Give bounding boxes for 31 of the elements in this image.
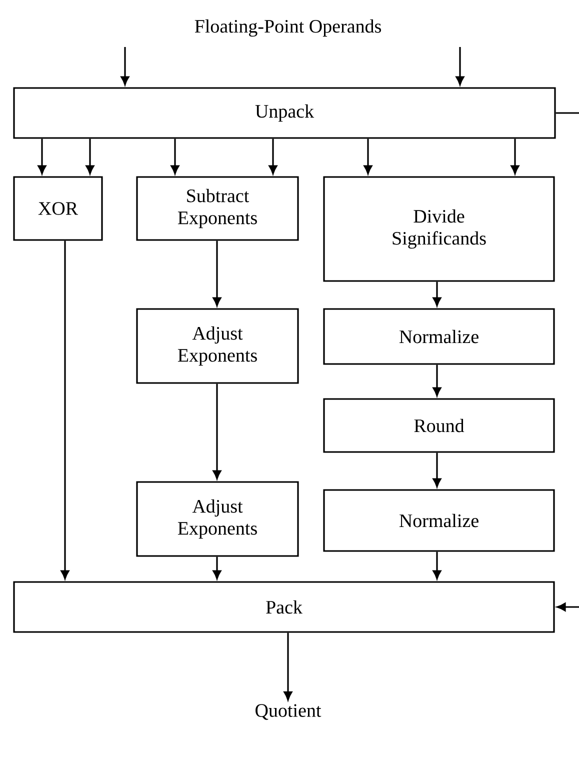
- arrow: [284, 632, 292, 700]
- process-box: Adjust Exponents: [136, 308, 299, 384]
- process-box: Unpack: [13, 87, 556, 139]
- process-box: Normalize: [323, 489, 555, 552]
- arrow: [60, 240, 70, 580]
- line: [556, 112, 579, 114]
- arrow: [364, 138, 372, 174]
- text-label: Quotient: [256, 704, 322, 720]
- arrow: [456, 47, 464, 86]
- arrow: [212, 556, 222, 580]
- arrow: [38, 138, 46, 174]
- arrow: [212, 384, 222, 480]
- arrow: [556, 602, 579, 612]
- process-box: Pack: [13, 581, 555, 633]
- arrow: [268, 138, 278, 174]
- arrow: [510, 138, 520, 174]
- process-box: Round: [323, 398, 555, 453]
- process-box: Adjust Exponents: [136, 481, 299, 557]
- process-box: Subtract Exponents: [136, 176, 299, 241]
- arrow: [432, 452, 442, 488]
- arrow: [432, 364, 442, 396]
- arrow: [120, 47, 130, 86]
- arrow: [432, 552, 442, 580]
- process-box: Divide Significands: [323, 176, 555, 282]
- process-box: Normalize: [323, 308, 555, 365]
- arrow: [86, 138, 94, 174]
- text-label: Floating-Point Operands: [194, 19, 381, 37]
- arrow: [212, 240, 222, 306]
- arrow: [170, 138, 180, 174]
- arrow: [432, 282, 442, 306]
- process-box: XOR: [13, 176, 103, 241]
